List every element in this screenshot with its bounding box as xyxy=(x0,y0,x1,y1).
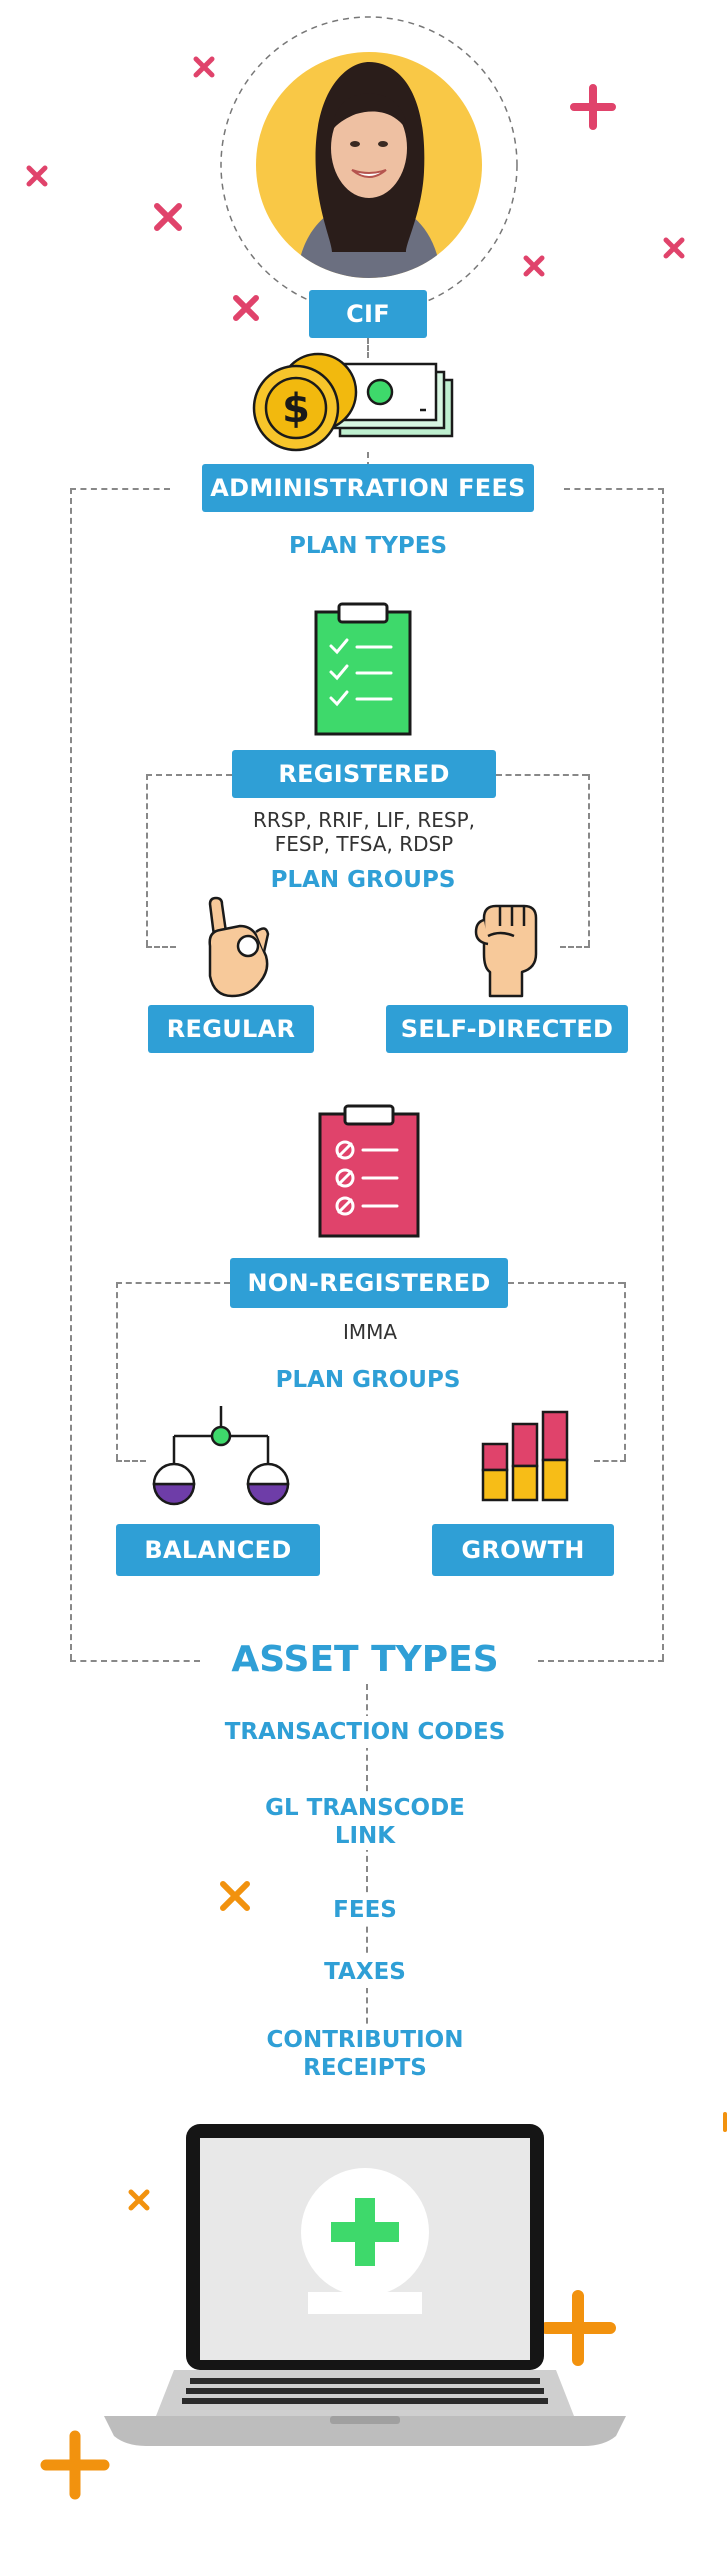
registered-frame-right xyxy=(588,774,590,946)
growth-bar-chart-icon xyxy=(481,1410,569,1502)
transaction-codes-item: TRANSACTION CODES xyxy=(220,1716,510,1748)
taxes-item: TAXES xyxy=(300,1956,430,1988)
non-registered-badge: NON-REGISTERED xyxy=(230,1258,508,1308)
nonregistered-frame-bottom-right xyxy=(594,1460,626,1462)
pink-cross-icon xyxy=(663,237,685,259)
gl-transcode-line2: LINK xyxy=(334,1823,396,1849)
registered-plans-line2: FESP, TFSA, RDSP xyxy=(208,832,520,856)
registered-frame-bottom-right xyxy=(560,946,590,948)
pink-cross-icon xyxy=(523,255,545,277)
outer-frame-bottom-left xyxy=(70,1660,200,1662)
registered-plan-groups-heading: PLAN GROUPS xyxy=(238,864,488,896)
registered-frame-bottom-left xyxy=(146,946,176,948)
pink-cross-icon xyxy=(233,295,259,321)
contribution-line1: CONTRIBUTION xyxy=(266,2027,464,2053)
orange-cross-icon xyxy=(128,2189,150,2211)
avatar xyxy=(256,52,482,278)
nonregistered-plan-groups-heading: PLAN GROUPS xyxy=(240,1364,496,1396)
contribution-line2: RECEIPTS xyxy=(303,2055,427,2081)
clipboard-cancel-icon xyxy=(318,1104,420,1238)
pink-cross-icon xyxy=(26,165,48,187)
fees-item: FEES xyxy=(310,1894,420,1926)
contribution-receipts-item: CONTRIBUTION RECEIPTS xyxy=(240,2026,490,2082)
outer-frame-top-left xyxy=(70,488,170,490)
nonregistered-frame-right xyxy=(624,1282,626,1460)
registered-frame-top-right xyxy=(496,774,588,776)
registered-plans-line1: RRSP, RRIF, LIF, RESP, xyxy=(208,808,520,832)
regular-badge: REGULAR xyxy=(148,1005,314,1053)
outer-frame-left xyxy=(70,488,72,1660)
asset-connector-line xyxy=(366,1684,368,2064)
clipboard-check-icon xyxy=(314,602,412,736)
laptop-icon xyxy=(104,2124,626,2446)
orange-cross-icon xyxy=(40,2430,110,2500)
outer-frame-bottom-right xyxy=(538,1660,664,1662)
growth-badge: GROWTH xyxy=(432,1524,614,1576)
money-coins-icon: $ xyxy=(252,352,454,452)
nonregistered-frame-top-left xyxy=(116,1282,230,1284)
orange-cross-icon xyxy=(723,2112,727,2132)
registered-badge: REGISTERED xyxy=(232,750,496,798)
connector-line xyxy=(367,338,369,358)
cif-badge: CIF xyxy=(309,290,427,338)
nonregistered-frame-bottom-left xyxy=(116,1460,146,1462)
nonregistered-plans: IMMA xyxy=(300,1320,440,1344)
ok-hand-icon xyxy=(208,896,270,998)
gl-transcode-link-item: GL TRANSCODE LINK xyxy=(250,1794,480,1850)
connector-line xyxy=(367,452,369,468)
nonregistered-frame-top-right xyxy=(508,1282,624,1284)
orange-cross-icon xyxy=(540,2290,616,2366)
registered-frame-top-left xyxy=(146,774,232,776)
gl-transcode-line1: GL TRANSCODE xyxy=(265,1795,465,1821)
pink-cross-icon xyxy=(193,56,215,78)
outer-frame-top-right xyxy=(564,488,664,490)
administration-fees-badge: ADMINISTRATION FEES xyxy=(202,464,534,512)
pink-cross-icon xyxy=(570,84,616,130)
raised-fist-icon xyxy=(474,904,538,998)
pink-cross-icon xyxy=(154,203,182,231)
asset-types-heading: ASSET TYPES xyxy=(200,1634,530,1686)
svg-text:$: $ xyxy=(282,386,310,432)
orange-cross-icon xyxy=(220,1881,250,1911)
balance-scale-icon xyxy=(152,1406,290,1506)
plan-types-heading: PLAN TYPES xyxy=(238,530,498,562)
balanced-badge: BALANCED xyxy=(116,1524,320,1576)
self-directed-badge: SELF-DIRECTED xyxy=(386,1005,628,1053)
registered-frame-left xyxy=(146,774,148,946)
outer-frame-right xyxy=(662,488,664,1660)
nonregistered-frame-left xyxy=(116,1282,118,1460)
